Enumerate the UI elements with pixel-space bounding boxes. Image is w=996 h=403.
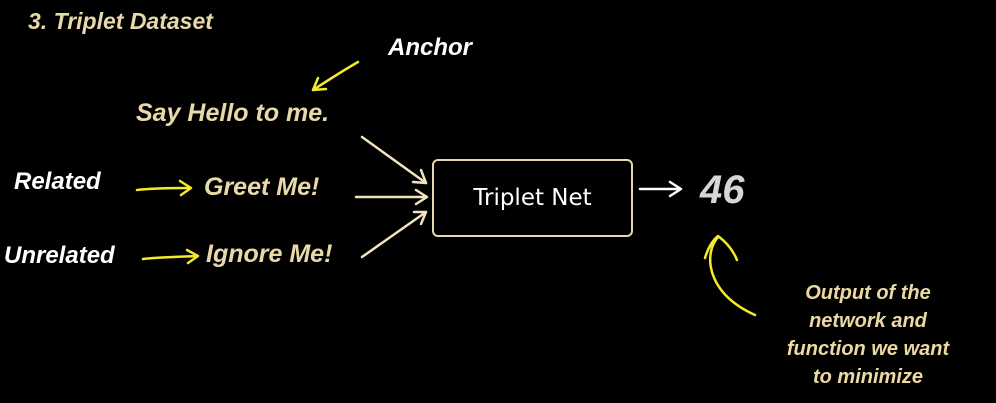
caption-line-4: to minimize — [812, 366, 923, 388]
unrelated-pointer-arrow — [141, 248, 200, 265]
caption-line-3: function we want — [786, 338, 950, 360]
unrelated-label: Unrelated — [4, 242, 115, 269]
anchor-pointer-arrow — [311, 60, 360, 92]
caption-line-2: network and — [809, 310, 927, 332]
related-input-arrow — [354, 188, 429, 206]
triplet-net-box: Triplet Net — [432, 159, 633, 237]
triplet-net-label: Triplet Net — [473, 185, 592, 211]
related-sentence: Greet Me! — [204, 173, 320, 201]
unrelated-input-arrow — [360, 210, 428, 259]
output-value: 46 — [700, 168, 745, 212]
related-label: Related — [14, 168, 101, 195]
output-arrow — [638, 180, 683, 198]
caption-line-1: Output of the — [805, 282, 931, 304]
related-pointer-arrow — [135, 179, 193, 197]
unrelated-sentence: Ignore Me! — [206, 240, 333, 268]
anchor-sentence: Say Hello to me. — [136, 99, 330, 127]
output-caption: Output of the network and function we wa… — [760, 279, 976, 391]
slide-title: 3. Triplet Dataset — [28, 8, 213, 34]
anchor-input-arrow — [360, 135, 428, 185]
anchor-label: Anchor — [388, 34, 472, 61]
caption-pointer-arrow — [703, 234, 757, 317]
